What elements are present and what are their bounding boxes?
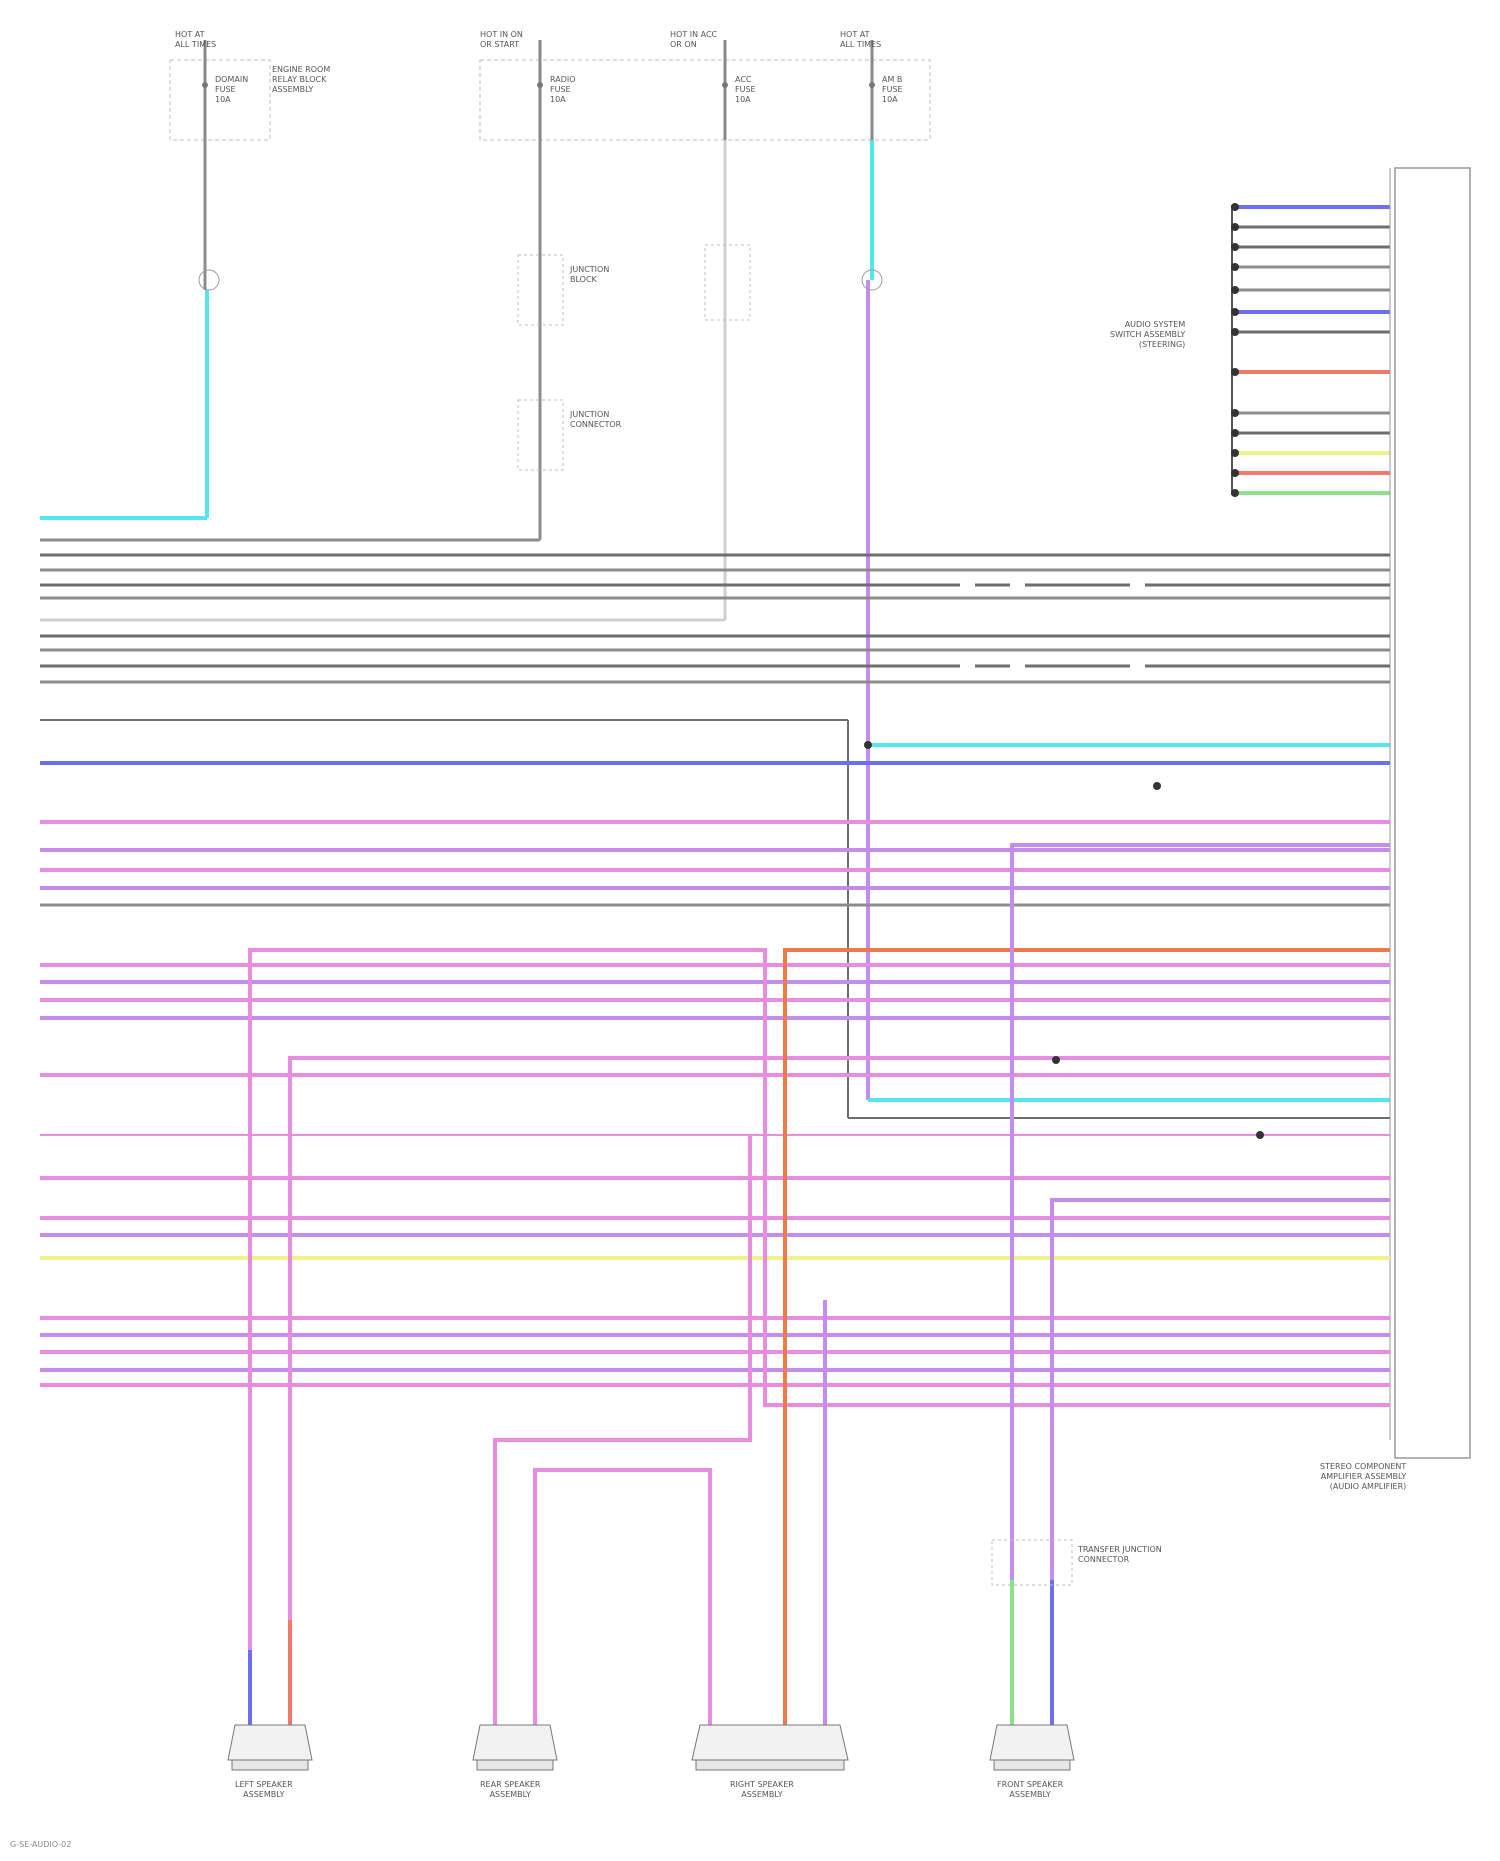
speaker-rear-label: REAR SPEAKER ASSEMBLY — [480, 1780, 540, 1800]
amplifier-label: STEREO COMPONENT AMPLIFIER ASSEMBLY (AUD… — [1320, 1462, 1406, 1492]
speaker-rear-icon — [473, 1725, 557, 1770]
speaker-drops — [250, 845, 1390, 1725]
fuse-body-2: RADIO FUSE 10A — [550, 75, 576, 105]
fuse-header-1: HOT AT ALL TIMES — [175, 30, 216, 50]
signal-rows — [40, 822, 1390, 1385]
feed-wires — [40, 140, 1390, 1100]
junction-block-label: JUNCTION BLOCK — [570, 265, 609, 285]
fuse-header-3: HOT IN ACC OR ON — [670, 30, 717, 50]
transfer-connector — [992, 782, 1264, 1585]
fuse-body-1: DOMAIN FUSE 10A — [215, 75, 248, 105]
speaker-right-label: RIGHT SPEAKER ASSEMBLY — [730, 1780, 794, 1800]
fuse-header-4: HOT AT ALL TIMES — [840, 30, 881, 50]
fuse-body-4: AM B FUSE 10A — [882, 75, 903, 105]
fuse-box-middle — [480, 40, 930, 140]
fuse-body-3: ACC FUSE 10A — [735, 75, 756, 105]
speaker-left-icon — [228, 1725, 312, 1770]
speaker-front-icon — [990, 1725, 1074, 1770]
steering-switch-bus — [1231, 203, 1390, 497]
speaker-right-icon — [692, 1725, 848, 1770]
junction-connector-label: JUNCTION CONNECTOR — [570, 410, 621, 430]
amplifier-box — [1390, 168, 1470, 1458]
fuse-header-2: HOT IN ON OR START — [480, 30, 523, 50]
steering-switch-label: AUDIO SYSTEM SWITCH ASSEMBLY (STEERING) — [1110, 320, 1185, 350]
gray-bus-rows — [40, 555, 1390, 1118]
transfer-connector-label: TRANSFER JUNCTION CONNECTOR — [1078, 1545, 1162, 1565]
footer-caption: G-SE-AUDIO-02 — [10, 1840, 71, 1849]
speaker-left-label: LEFT SPEAKER ASSEMBLY — [235, 1780, 293, 1800]
speaker-front-label: FRONT SPEAKER ASSEMBLY — [997, 1780, 1063, 1800]
engine-room-relay-label: ENGINE ROOM RELAY BLOCK ASSEMBLY — [272, 65, 330, 95]
